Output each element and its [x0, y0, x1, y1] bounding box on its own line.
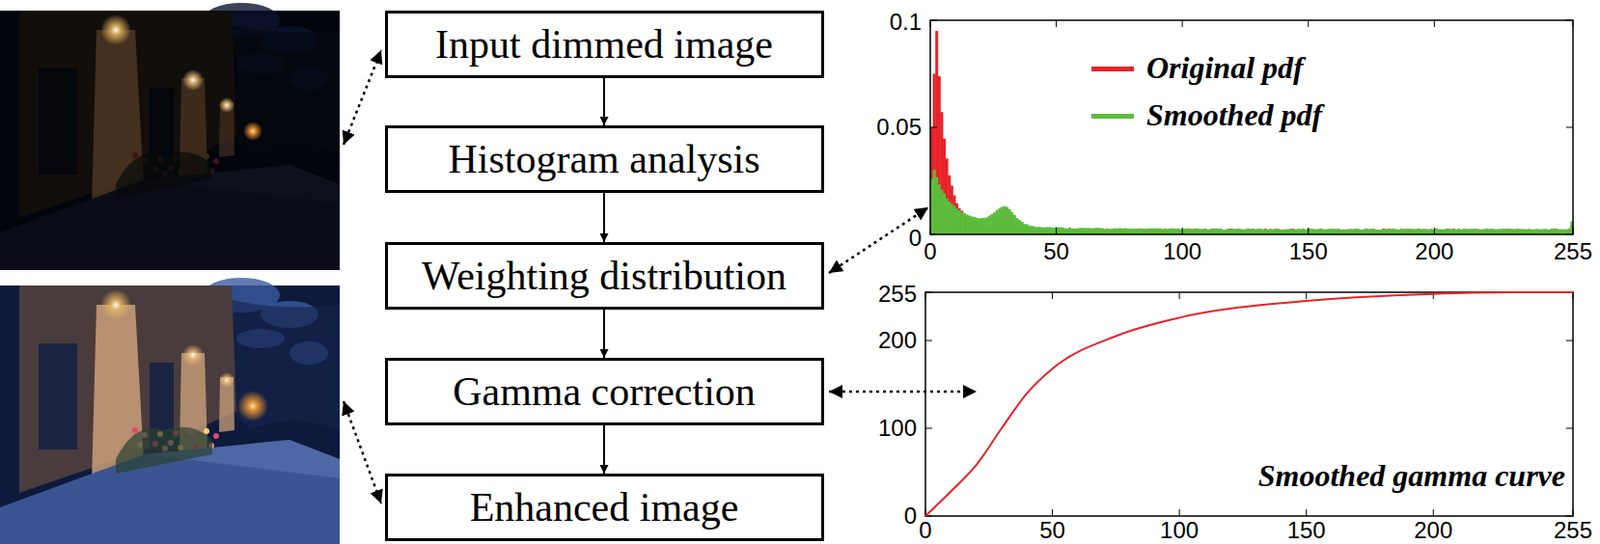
axis-tick-label: 0 [909, 226, 922, 250]
legend-label: Original pdf [1146, 51, 1304, 85]
legend-swatch [1091, 113, 1134, 119]
box-label: Enhanced image [469, 485, 740, 530]
axis-tick-label: 100 [878, 416, 917, 441]
axis-tick-label: 150 [1287, 519, 1326, 543]
axis-tick-label: 150 [1289, 240, 1328, 264]
box-label: Weighting distribution [421, 253, 787, 299]
chart-title: Smoothed gamma curve [1258, 459, 1566, 494]
process-box: Enhanced image [385, 473, 825, 542]
night-photo [0, 277, 340, 544]
process-box: Weighting distribution [385, 242, 825, 310]
axis-tick-label: 0 [923, 240, 937, 264]
flow-arrow [603, 78, 606, 126]
leader-arrow [343, 50, 382, 145]
leader-arrow [828, 390, 977, 394]
process-box: Input dimmed image [385, 10, 825, 79]
axis-tick-label: 255 [1553, 519, 1593, 543]
axis-tick-label: 0.1 [889, 10, 922, 34]
axis-tick-label: 50 [1039, 519, 1066, 543]
leader-arrow [828, 207, 929, 274]
axis-tick-label: 255 [878, 282, 917, 306]
gamma-curve [925, 292, 1573, 517]
leader-arrow [343, 401, 382, 504]
axis-tick-label: 200 [878, 329, 917, 353]
flow-arrow [603, 193, 606, 243]
box-label: Histogram analysis [447, 137, 760, 182]
axis-tick-label: 100 [1162, 240, 1202, 264]
axis-tick-label: 200 [1414, 240, 1454, 264]
legend-label: Smoothed pdf [1146, 98, 1323, 133]
axis-tick-label: 255 [1553, 240, 1593, 264]
box-label: Input dimmed image [435, 22, 773, 67]
legend-swatch [1091, 66, 1134, 72]
pdf-chart [930, 20, 1573, 235]
axis-tick-label: 0 [918, 519, 932, 543]
axis-tick-label: 50 [1043, 240, 1070, 264]
axis-tick-label: 0.05 [876, 115, 922, 139]
process-box: Gamma correction [385, 358, 825, 426]
box-label: Gamma correction [452, 369, 756, 414]
axis-tick-label: 0 [904, 504, 917, 528]
gamma-chart [925, 292, 1573, 517]
flow-arrow [603, 309, 606, 359]
axis-tick-label: 100 [1159, 519, 1199, 543]
axis-tick-label: 200 [1413, 519, 1453, 543]
flow-arrow [603, 425, 606, 474]
process-box: Histogram analysis [385, 125, 825, 194]
night-photo [0, 2, 340, 271]
